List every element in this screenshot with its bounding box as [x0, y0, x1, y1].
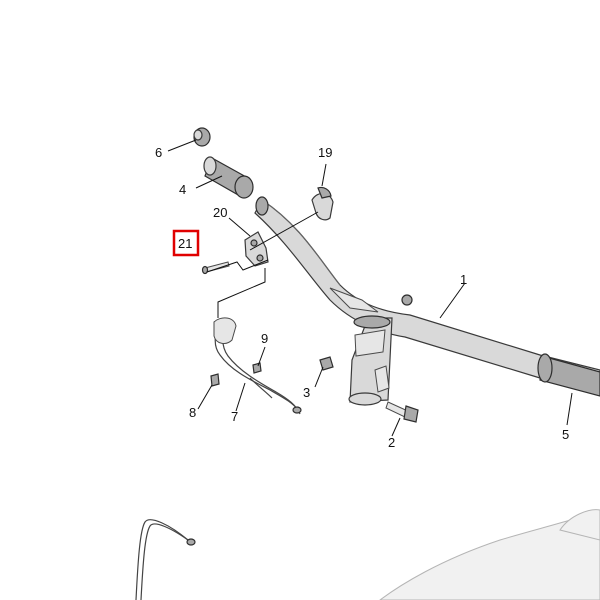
callout-21-highlight-box: [172, 229, 200, 257]
callout-19[interactable]: 19: [318, 145, 332, 160]
lever-holder-part-20[interactable]: [244, 231, 269, 267]
steering-stem-assembly: [329, 287, 413, 406]
nut-part-3[interactable]: [319, 356, 334, 371]
callout-21[interactable]: 21: [178, 236, 192, 251]
callout-7[interactable]: 7: [231, 409, 238, 424]
callout-3[interactable]: 3: [303, 385, 310, 400]
callout-20[interactable]: 20: [213, 205, 227, 220]
callout-6[interactable]: 6: [155, 145, 162, 160]
grip-part-5[interactable]: [537, 353, 600, 397]
screw-part-21[interactable]: [201, 261, 230, 275]
callout-5[interactable]: 5: [562, 427, 569, 442]
callout-8[interactable]: 8: [189, 405, 196, 420]
callout-4[interactable]: 4: [179, 182, 186, 197]
leader-lines: [167, 139, 573, 437]
end-cap-part-6[interactable]: [193, 127, 211, 147]
callout-2[interactable]: 2: [388, 435, 395, 450]
callout-9[interactable]: 9: [261, 331, 268, 346]
grip-part-4[interactable]: [203, 156, 254, 199]
callout-labels: 1 2 3 4 5 6 7 8 9 19 20 21: [155, 145, 569, 450]
screw-part-8[interactable]: [210, 373, 220, 387]
screw-part-9[interactable]: [252, 362, 262, 374]
holder-part-19[interactable]: [311, 186, 334, 221]
bolt-part-2[interactable]: [385, 401, 419, 423]
callout-1[interactable]: 1: [460, 272, 467, 287]
lower-cable-and-body: [135, 509, 600, 600]
cable-part-7[interactable]: [213, 317, 302, 415]
